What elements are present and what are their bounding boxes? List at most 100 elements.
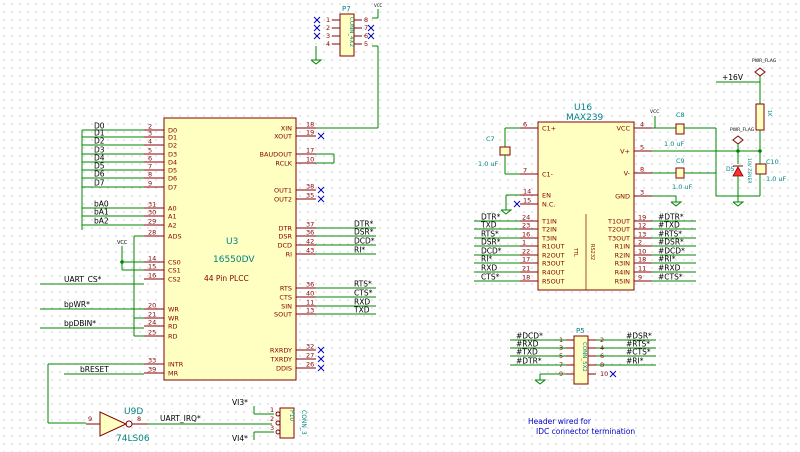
vi4-label: VI4* <box>232 434 248 443</box>
u3-pin-name: DCD <box>277 242 292 250</box>
u16-pin-name: R5IN <box>615 278 631 286</box>
net-label: DTR* <box>354 220 374 229</box>
c9-body <box>675 167 685 179</box>
u3-pin-name: DDIS <box>276 365 292 373</box>
net-label: #RI* <box>626 357 644 366</box>
u3-pin-name: A0 <box>168 205 177 213</box>
net-label: #RI* <box>658 255 676 264</box>
u3-pin-number: 42 <box>306 238 314 246</box>
u3-pin-name: DTR <box>279 225 293 233</box>
u16-pin-number: 16 <box>522 231 530 239</box>
u16-pin-name: C1- <box>542 171 554 179</box>
u3-pin-number: 11 <box>306 299 314 307</box>
u3-pin-name: BAUDOUT <box>259 151 292 159</box>
no-connect-mark <box>313 32 321 40</box>
v16-label: +16V <box>722 73 744 82</box>
no-connect-mark <box>317 364 325 372</box>
u16-pin-number: 19 <box>638 214 646 222</box>
net-label: D4 <box>94 154 105 163</box>
p5-ref: P5 <box>576 327 585 335</box>
note-line-1: Header wired for <box>528 417 592 426</box>
u16-pin-number: 8 <box>640 166 644 174</box>
u16-pin-number: 15 <box>523 197 531 205</box>
u3-pin-name: RXRDY <box>270 347 292 355</box>
u16-vcc-label: VCC <box>650 109 659 115</box>
net-label: CTS* <box>354 289 373 298</box>
c8-capacitor[interactable]: C8 1.0 uF <box>664 111 685 148</box>
u3-pin-number: 8 <box>148 171 152 179</box>
u3-package: 44 Pin PLCC <box>204 274 249 283</box>
u3-pin-name: SIN <box>281 303 292 311</box>
nc-mark-b <box>513 200 521 208</box>
u16-net-labels: DTR*TXDRTS*DSR*DCD*RI*RXDCTS*#DTR*#TXD#R… <box>474 213 696 282</box>
u16-pin-name: R2IN <box>615 252 631 260</box>
net-label: DSR* <box>481 238 501 247</box>
p5-header[interactable]: P5 CONN_5X2 1#DCD*3#RXD5#TXD7#DTR*92#DSR… <box>510 327 656 385</box>
u16-pin-number: 18 <box>638 256 646 264</box>
u9-pin-out-num: 8 <box>137 415 141 423</box>
p7-pin-number: 7 <box>364 24 368 32</box>
u3-pin-number: 3 <box>148 130 152 138</box>
u3-pin-number: 2 <box>148 123 152 131</box>
net-label: RTS* <box>481 230 499 239</box>
u3-pin-name: OUT2 <box>274 196 292 204</box>
net-label: #DSR* <box>658 238 684 247</box>
u16-pin-name: T1OUT <box>607 218 630 226</box>
c8-body <box>675 123 685 135</box>
pwr-flag-1-shape <box>754 67 766 77</box>
u3-pin-number: 31 <box>148 201 156 209</box>
u16-pin-number: 23 <box>522 222 530 230</box>
u16-pin-number: 12 <box>638 222 646 230</box>
p5-value: CONN_5X2 <box>581 342 587 372</box>
no-connect-mark <box>317 346 325 354</box>
zener-diode[interactable]: D5 10V ZENER <box>726 158 752 184</box>
u3-pin-number: 14 <box>148 255 156 263</box>
u16-pin-number: 21 <box>522 265 530 273</box>
u16-pin-number: 13 <box>638 231 646 239</box>
no-connect-mark <box>317 186 325 194</box>
u16-pin-number: 6 <box>523 121 527 129</box>
net-label: RTS* <box>354 280 372 289</box>
p7-ref: P7 <box>342 5 351 13</box>
u3-pin-number: 29 <box>148 218 156 226</box>
u16-pin-name: R1IN <box>615 243 631 251</box>
zener-value: 10V ZENER <box>746 158 752 184</box>
net-label: RXD <box>481 264 497 273</box>
u9-inverter[interactable]: 9 8 U9D 74LS06 <box>86 407 150 444</box>
conn3-header[interactable]: 1 2 3 P10 CONN_3 <box>270 406 307 439</box>
c10-capacitor[interactable]: C10 1.0 uF <box>755 158 787 183</box>
u16-pin-number: 14 <box>523 188 531 196</box>
u3-pin-name: D4 <box>168 159 177 167</box>
c9-capacitor[interactable]: C9 1.0 uF <box>672 157 693 191</box>
u3-pin-name: MR <box>168 370 179 378</box>
no-connect-mark <box>609 370 617 378</box>
u3-pin-name: D0 <box>168 127 177 135</box>
u3-body <box>163 117 297 381</box>
no-connect-mark <box>367 32 375 40</box>
net-label: TXD <box>480 221 497 230</box>
u3-pin-number: 26 <box>306 361 314 369</box>
u3-pin-number: 5 <box>148 147 152 155</box>
p5-pin-number: 10 <box>600 370 608 378</box>
u3-pin-name: D1 <box>168 134 177 142</box>
net-label: bA0 <box>94 200 109 209</box>
u3-pin-name: INTR <box>168 361 184 369</box>
net-label: D2 <box>94 137 105 146</box>
resistor[interactable]: 1K <box>755 103 772 131</box>
c7-value: 1.0 uF <box>478 160 499 168</box>
u3-pin-name: A1 <box>168 213 177 221</box>
conn3-pin3: 3 <box>270 424 274 432</box>
u16-pin-name: GND <box>615 193 630 201</box>
pwr-flag-2-shape <box>732 135 744 145</box>
c10-body <box>755 163 767 175</box>
net-label: DSR* <box>354 228 374 237</box>
u3-pin-number: 36 <box>306 281 314 289</box>
u16-pin-number: 9 <box>638 274 642 282</box>
